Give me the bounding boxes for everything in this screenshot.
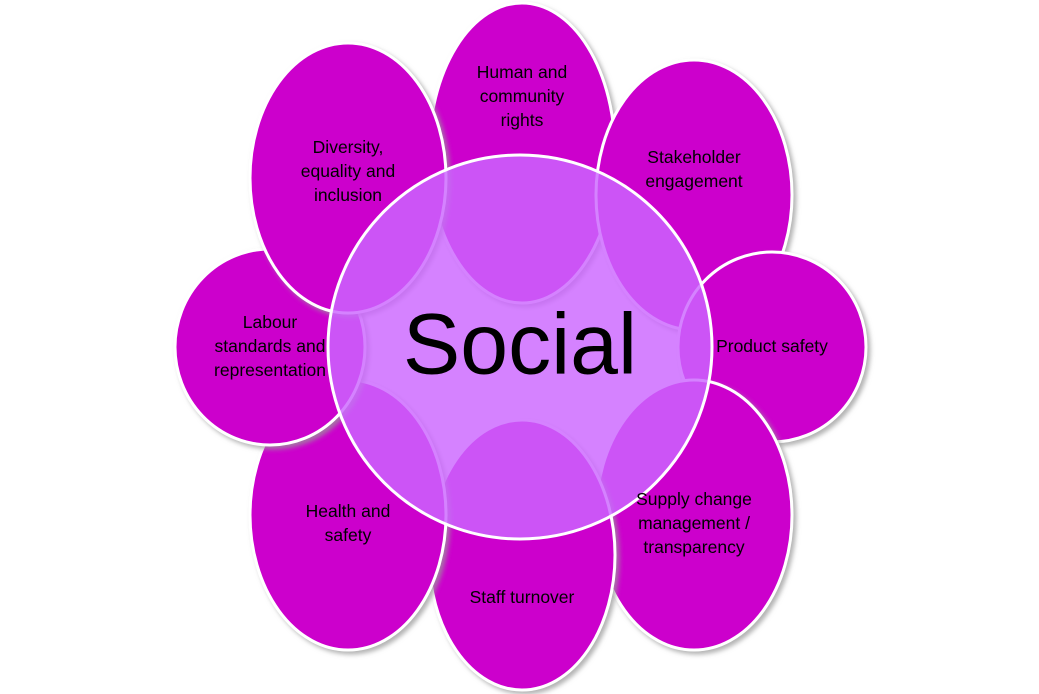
petal-label-line: inclusion	[314, 185, 382, 205]
petal-label-line: Supply change	[636, 489, 752, 509]
petal-label-line: equality and	[301, 161, 395, 181]
petal-label-line: Diversity,	[313, 137, 384, 157]
petal-label-line: Labour	[243, 312, 298, 332]
petal-label-line: safety	[325, 525, 372, 545]
petal-label-human-and-community-rights: Human and community rights	[477, 62, 567, 130]
petal-label-diversity-equality-and-inclusion: Diversity, equality and inclusion	[301, 137, 395, 205]
petal-label-line: community	[480, 86, 565, 106]
petal-label-supply-change-management-transparency: Supply change management / transparency	[636, 489, 752, 557]
petal-label-line: Stakeholder	[647, 147, 741, 167]
petal-label-line: engagement	[645, 171, 742, 191]
petal-label-labour-standards-and-representation: Labour standards and representation	[214, 312, 326, 380]
petal-label-line: standards and	[215, 336, 326, 356]
petal-label-line: Product safety	[716, 336, 828, 356]
petal-label-line: rights	[501, 110, 544, 130]
petal-label-health-and-safety: Health and safety	[306, 501, 391, 545]
petal-label-line: Staff turnover	[470, 587, 575, 607]
center-circle[interactable]	[326, 153, 714, 541]
petal-label-product-safety: Product safety	[716, 336, 828, 356]
petal-label-line: management /	[638, 513, 750, 533]
center-circle-group[interactable]	[326, 153, 714, 541]
center-label: Social	[403, 297, 637, 393]
petal-label-stakeholder-engagement: Stakeholder engagement	[645, 147, 742, 191]
petal-label-line: representation	[214, 360, 326, 380]
petal-label-line: Human and	[477, 62, 567, 82]
petal-label-line: transparency	[643, 537, 744, 557]
petal-label-line: Health and	[306, 501, 391, 521]
petal-label-staff-turnover: Staff turnover	[470, 587, 575, 607]
